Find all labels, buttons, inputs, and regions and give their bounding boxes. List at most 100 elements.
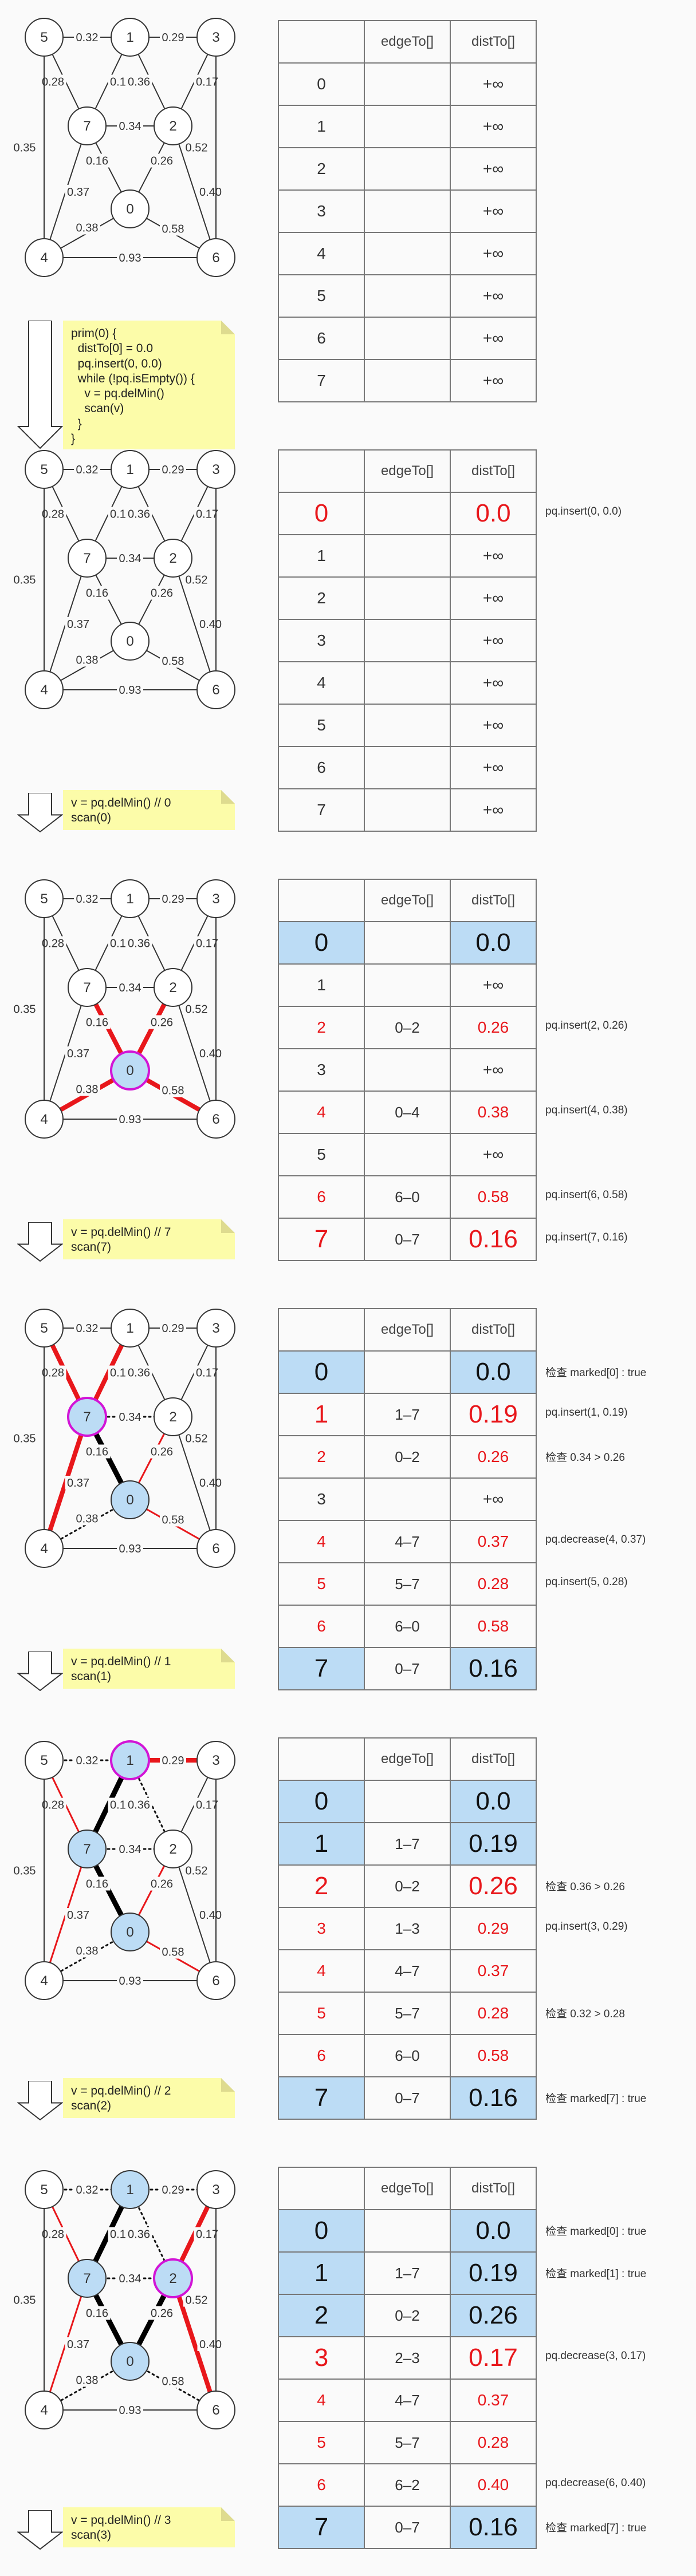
- vertex-index-cell: 6: [278, 1605, 365, 1648]
- vertex-2: [154, 1830, 192, 1868]
- edge-weight-1-3: 0.29: [162, 31, 184, 44]
- edge-weight-1-3: 0.29: [162, 2184, 184, 2196]
- weight-label-bg: [197, 185, 224, 199]
- edge-weight-5-7: 0.28: [42, 76, 64, 89]
- header-distto: distTo[]: [450, 2167, 537, 2210]
- edge-weight-1-2: 0.36: [128, 1799, 150, 1812]
- vertex-3: [196, 1309, 235, 1348]
- vertex-4: [25, 1529, 64, 1568]
- operation-note: 检查 marked[7] : true: [545, 2093, 647, 2105]
- weight-label-bg: [13, 2293, 38, 2307]
- vertex-label-5: 5: [40, 891, 48, 907]
- vertex-label-5: 5: [40, 1321, 48, 1336]
- table-row: 1+∞: [278, 105, 537, 148]
- edge-weight-5-1: 0.32: [76, 1755, 99, 1767]
- edgeto-cell: 2–3: [364, 2336, 451, 2380]
- code-note: v = pq.delMin() // 1 scan(1): [63, 1649, 235, 1689]
- vertex-0: [110, 1050, 150, 1091]
- vertex-index-cell: 2: [278, 1435, 365, 1479]
- edgeto-cell: [364, 921, 451, 965]
- vertex-2: [154, 1397, 192, 1436]
- edgeto-cell: 0–4: [364, 1091, 451, 1134]
- distto-cell: +∞: [450, 189, 537, 233]
- vertex-3: [196, 2170, 235, 2209]
- operation-note: 检查 marked[1] : true: [545, 2268, 647, 2280]
- header-distto: distTo[]: [450, 449, 537, 493]
- operation-note: pq.insert(6, 0.58): [545, 1189, 628, 1201]
- distto-cell: +∞: [450, 274, 537, 318]
- distto-cell: 0.16: [450, 2506, 537, 2549]
- weight-label-bg: [160, 1512, 186, 1527]
- distto-cell: 0.16: [450, 1647, 537, 1690]
- vertex-label-6: 6: [212, 682, 219, 698]
- edge-weight-5-7: 0.28: [42, 1799, 64, 1812]
- down-arrow-icon: [17, 321, 63, 449]
- weight-label-bg: [74, 1321, 100, 1335]
- edge-weight-5-7: 0.28: [42, 508, 64, 521]
- edgeto-cell: [364, 1350, 451, 1394]
- weight-label-bg: [13, 140, 38, 155]
- edge-weight-2-3: 0.17: [196, 938, 218, 950]
- table-row: 3+∞: [278, 1477, 537, 1521]
- edge-weight-2-0: 0.26: [151, 587, 173, 600]
- distto-cell: 0.37: [450, 2379, 537, 2422]
- edge-weight-3-6: 0.52: [186, 1433, 208, 1445]
- edge-weight-1-2: 0.36: [128, 508, 150, 521]
- distto-cell: 0.28: [450, 1562, 537, 1606]
- vertex-index-cell: 1: [278, 1822, 365, 1866]
- edge-weight-4-6: 0.93: [119, 1975, 141, 1988]
- vertex-index-cell: 0: [278, 1350, 365, 1394]
- edge-weight-7-2: 0.34: [119, 982, 141, 994]
- edge-weight-2-0: 0.26: [151, 2308, 173, 2320]
- weight-label-bg: [197, 1046, 224, 1060]
- weight-label-bg: [117, 1112, 143, 1126]
- edge-weight-5-4: 0.35: [14, 2294, 36, 2307]
- vertex-label-0: 0: [126, 1492, 133, 1508]
- edge-weight-5-4: 0.35: [14, 142, 36, 155]
- vertex-index-cell: 6: [278, 2463, 365, 2507]
- edge-weight-7-0: 0.16: [86, 587, 108, 600]
- vertex-0: [111, 189, 150, 228]
- operation-note: pq.insert(7, 0.16): [545, 1231, 628, 1243]
- vertex-index-cell: 3: [278, 1477, 365, 1521]
- edgeto-cell: [364, 704, 451, 747]
- table-row: 3+∞: [278, 619, 537, 662]
- distto-cell: +∞: [450, 1133, 537, 1176]
- weight-label-bg: [117, 683, 143, 697]
- edgeto-cell: 4–7: [364, 1520, 451, 1563]
- vertex-index-cell: 2: [278, 2294, 365, 2337]
- vertex-index-cell: 5: [278, 2421, 365, 2464]
- vertex-5: [25, 1741, 64, 1780]
- edge-weight-5-7: 0.28: [42, 2229, 64, 2241]
- edge-weight-5-1: 0.32: [76, 2184, 99, 2196]
- header-edgeto: edgeTo[]: [364, 879, 451, 922]
- edge-weight-7-2: 0.34: [119, 1843, 141, 1856]
- weight-label-bg: [183, 1863, 210, 1878]
- edge-weight-2-3: 0.17: [196, 508, 218, 521]
- table-header-row: edgeTo[]distTo[]: [278, 2167, 537, 2210]
- weight-label-bg: [65, 185, 92, 199]
- table-row: 4+∞: [278, 232, 537, 275]
- edgeto-cell: 0–7: [364, 2506, 451, 2549]
- weight-label-bg: [74, 2373, 100, 2387]
- edge-weight-5-4: 0.35: [14, 574, 36, 587]
- weight-label-bg: [197, 617, 224, 631]
- edge-weight-3-6: 0.52: [186, 1865, 208, 1878]
- edge-weight-4-6: 0.93: [119, 1113, 141, 1126]
- edgeto-cell: 1–7: [364, 2251, 451, 2295]
- distto-cell: 0.0: [450, 492, 537, 535]
- vertex-label-3: 3: [212, 462, 219, 477]
- vertex-label-5: 5: [40, 1753, 48, 1768]
- vertex-3: [196, 450, 235, 489]
- operation-note: pq.insert(3, 0.29): [545, 1921, 628, 1933]
- edge-weight-0-4: 0.38: [76, 654, 99, 667]
- table-row: 6+∞: [278, 317, 537, 360]
- header-index: [278, 879, 365, 922]
- weight-label-bg: [84, 586, 111, 600]
- operation-note: pq.insert(0, 0.0): [545, 505, 622, 517]
